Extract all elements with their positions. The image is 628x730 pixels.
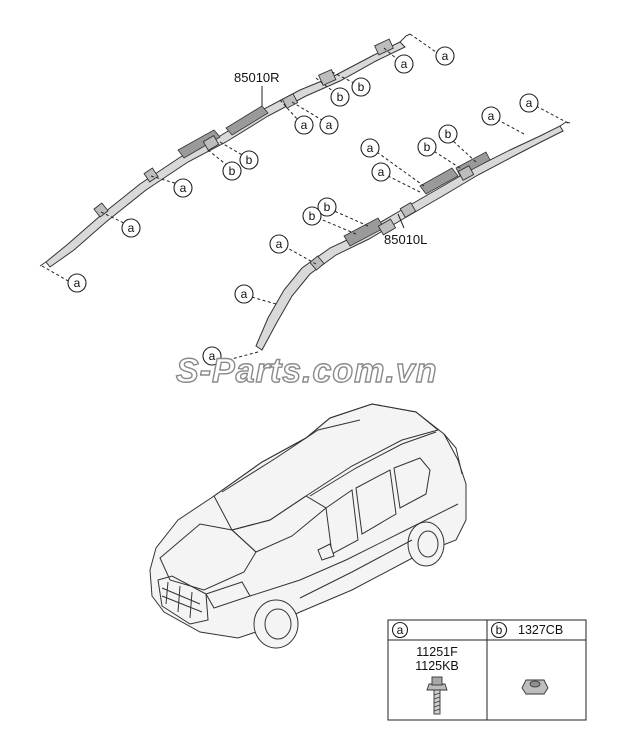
clip-nut-icon — [521, 679, 549, 695]
svg-text:a: a — [367, 141, 374, 155]
callout-l-3: b — [438, 124, 458, 144]
callout-r-3: b — [351, 77, 371, 97]
svg-text:a: a — [276, 237, 283, 251]
svg-text:a: a — [378, 165, 385, 179]
part-label-85010l: 85010L — [384, 232, 427, 247]
svg-text:b: b — [324, 200, 331, 214]
fastener-legend: a b 1327CB 11251F 1125KB — [387, 619, 587, 721]
part-label-85010r: 85010R — [234, 70, 280, 85]
suv-illustration — [149, 403, 467, 649]
callout-r-11: a — [67, 273, 87, 293]
legend-part-1327cb: 1327CB — [518, 623, 563, 637]
legend-part-11251f: 11251F — [416, 645, 458, 659]
callout-l-2: a — [481, 106, 501, 126]
watermark: S-Parts.com.vn — [176, 352, 438, 390]
svg-text:a: a — [488, 109, 495, 123]
left-curtain-airbag — [255, 121, 571, 351]
callout-l-7: b — [317, 197, 337, 217]
callout-r-5: a — [294, 115, 314, 135]
svg-text:b: b — [445, 127, 452, 141]
callout-l-6: a — [371, 162, 391, 182]
svg-text:a: a — [401, 57, 408, 71]
legend-cell-b-letter: b — [490, 621, 508, 639]
right-curtain-airbag — [39, 33, 411, 268]
callout-l-9: a — [269, 234, 289, 254]
callout-r-6: a — [319, 115, 339, 135]
svg-text:b: b — [358, 80, 365, 94]
svg-text:b: b — [424, 140, 431, 154]
svg-text:a: a — [74, 276, 81, 290]
svg-text:a: a — [397, 623, 404, 637]
svg-text:b: b — [229, 164, 236, 178]
callout-r-9: a — [173, 178, 193, 198]
legend-part-1125kb: 1125KB — [415, 659, 459, 673]
callout-l-11: a — [202, 346, 222, 366]
callout-l-5: a — [360, 138, 380, 158]
callout-r-10: a — [121, 218, 141, 238]
callout-l-1: a — [519, 93, 539, 113]
callout-r-4: b — [330, 87, 350, 107]
svg-text:a: a — [301, 118, 308, 132]
callout-r-7: b — [239, 150, 259, 170]
callout-r-1: a — [435, 46, 455, 66]
svg-text:a: a — [526, 96, 533, 110]
flange-bolt-icon — [426, 676, 448, 715]
callout-l-10: a — [234, 284, 254, 304]
svg-text:a: a — [128, 221, 135, 235]
callout-l-4: b — [417, 137, 437, 157]
svg-text:b: b — [496, 623, 503, 637]
svg-text:a: a — [241, 287, 248, 301]
callout-l-8: b — [302, 206, 322, 226]
callout-r-2: a — [394, 54, 414, 74]
legend-cell-a-letter: a — [391, 621, 409, 639]
svg-text:a: a — [209, 349, 216, 363]
svg-text:b: b — [337, 90, 344, 104]
svg-text:a: a — [326, 118, 333, 132]
right-bag-leaders — [41, 33, 437, 283]
svg-text:a: a — [180, 181, 187, 195]
svg-text:a: a — [442, 49, 449, 63]
svg-text:b: b — [246, 153, 253, 167]
callout-r-8: b — [222, 161, 242, 181]
svg-text:b: b — [309, 209, 316, 223]
